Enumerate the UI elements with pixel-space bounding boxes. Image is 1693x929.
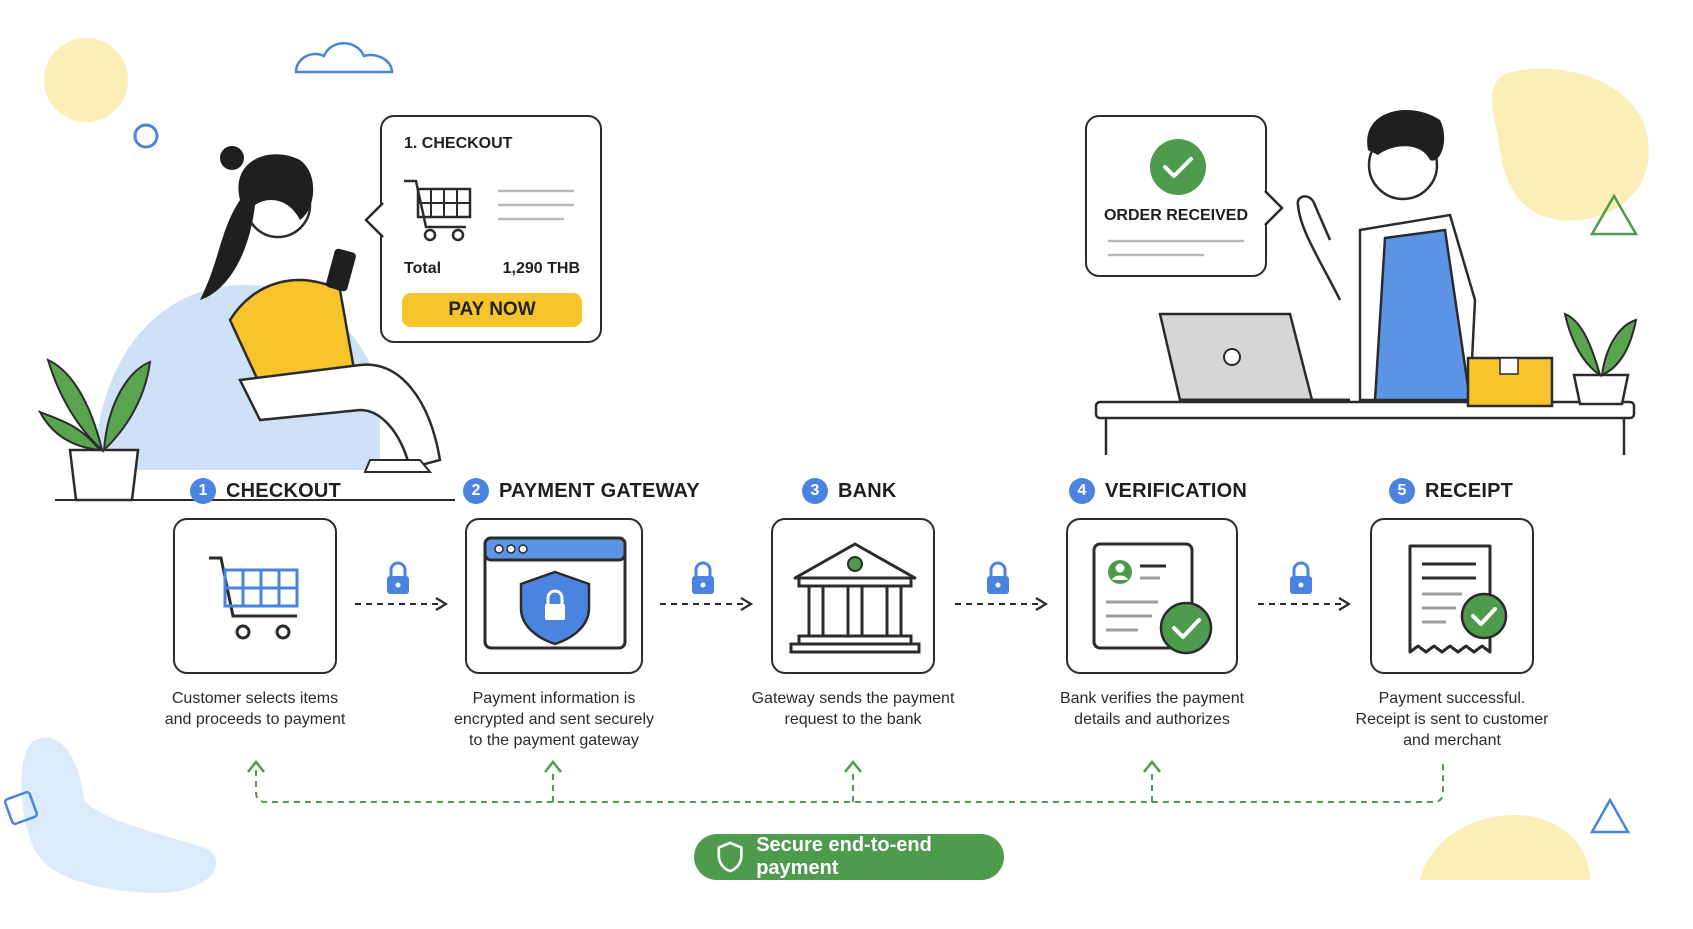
flow-arrow-4-5 — [1258, 561, 1352, 611]
plant-pot — [68, 448, 140, 502]
step-4-description: Bank verifies the payment details and au… — [1059, 690, 1245, 728]
step-4-number: 4 — [1069, 478, 1095, 504]
receipt-icon — [1408, 544, 1508, 654]
lock-icon — [987, 561, 1009, 594]
shopping-cart-icon — [404, 179, 472, 242]
checkout-card-title: 1. CHECKOUT — [404, 135, 513, 152]
step-3-title: 3 BANK — [802, 478, 897, 504]
secure-payment-badge: Secure end-to-end payment — [694, 834, 1004, 880]
triangle-decoration — [1589, 193, 1639, 236]
phone-icon — [326, 248, 356, 292]
total-value: 1,290 THB — [502, 260, 580, 277]
verified-document-icon — [1092, 542, 1213, 655]
blue-blob-decoration — [21, 737, 217, 894]
step-2-box — [465, 518, 643, 674]
square-decoration — [3, 790, 39, 826]
step-2-title-text: PAYMENT GATEWAY — [499, 479, 700, 502]
step-5-title: 5 RECEIPT — [1389, 478, 1513, 504]
desk — [1094, 400, 1636, 420]
step-1-title: 1 CHECKOUT — [190, 478, 341, 504]
pay-now-button[interactable]: PAY NOW — [402, 293, 582, 327]
step-3-number: 3 — [802, 478, 828, 504]
step-2-description: Payment information is encrypted and sen… — [453, 690, 655, 749]
lock-icon — [692, 561, 714, 594]
order-received-card: ORDER RECEIVED — [1085, 115, 1267, 277]
flow-arrow-3-4 — [955, 561, 1049, 611]
cloud-icon — [294, 42, 394, 74]
step-3-title-text: BANK — [838, 479, 897, 502]
merchant-illustration — [1094, 110, 1638, 455]
step-1-number: 1 — [190, 478, 216, 504]
step-4-title-text: VERIFICATION — [1105, 479, 1248, 502]
step-5-title-text: RECEIPT — [1425, 479, 1514, 502]
total-label: Total — [404, 260, 442, 277]
order-received-title: ORDER RECEIVED — [1103, 207, 1249, 224]
secure-browser-icon — [483, 536, 627, 650]
step-1-box — [173, 518, 337, 674]
bank-icon — [789, 542, 921, 654]
secure-loop-arrowheads — [247, 759, 1161, 773]
step-4-title: 4 VERIFICATION — [1069, 478, 1247, 504]
ring-decoration — [133, 123, 159, 149]
speech-bubble-tail — [364, 202, 384, 238]
yellow-blob-decoration — [44, 38, 128, 122]
step-1-description: Customer selects items and proceeds to p… — [164, 690, 346, 728]
check-circle-icon — [1150, 139, 1206, 195]
speech-bubble-tail — [1264, 190, 1284, 226]
shield-icon — [717, 841, 743, 873]
step-1-title-text: CHECKOUT — [226, 479, 341, 502]
step-3-description: Gateway sends the payment request to the… — [751, 690, 955, 728]
step-2-title: 2 PAYMENT GATEWAY — [463, 478, 700, 504]
step-5-number: 5 — [1389, 478, 1415, 504]
flow-arrow-2-3 — [660, 561, 754, 611]
lock-icon — [1290, 561, 1312, 594]
step-5-description: Payment successful. Receipt is sent to c… — [1355, 690, 1549, 749]
checkout-card: 1. CHECKOUT Total 1,290 THB PAY NOW — [380, 115, 602, 343]
text-lines-placeholder — [1108, 239, 1244, 257]
yellow-blob-decoration — [1420, 815, 1590, 880]
text-lines-placeholder — [498, 189, 574, 221]
plant-pot — [1572, 373, 1630, 406]
step-4-box — [1066, 518, 1238, 674]
flow-arrow-1-2 — [355, 561, 449, 611]
customer-illustration — [37, 146, 455, 502]
secure-loop-line — [255, 760, 1444, 803]
shopping-cart-icon — [209, 556, 299, 640]
secure-payment-label: Secure end-to-end payment — [756, 834, 932, 879]
lock-icon — [387, 561, 409, 594]
flow-arrows — [355, 561, 1352, 611]
triangle-decoration — [1589, 797, 1631, 834]
step-2-number: 2 — [463, 478, 489, 504]
step-5-box — [1370, 518, 1534, 674]
step-3-box — [771, 518, 935, 674]
yellow-blob-decoration — [1492, 68, 1649, 221]
